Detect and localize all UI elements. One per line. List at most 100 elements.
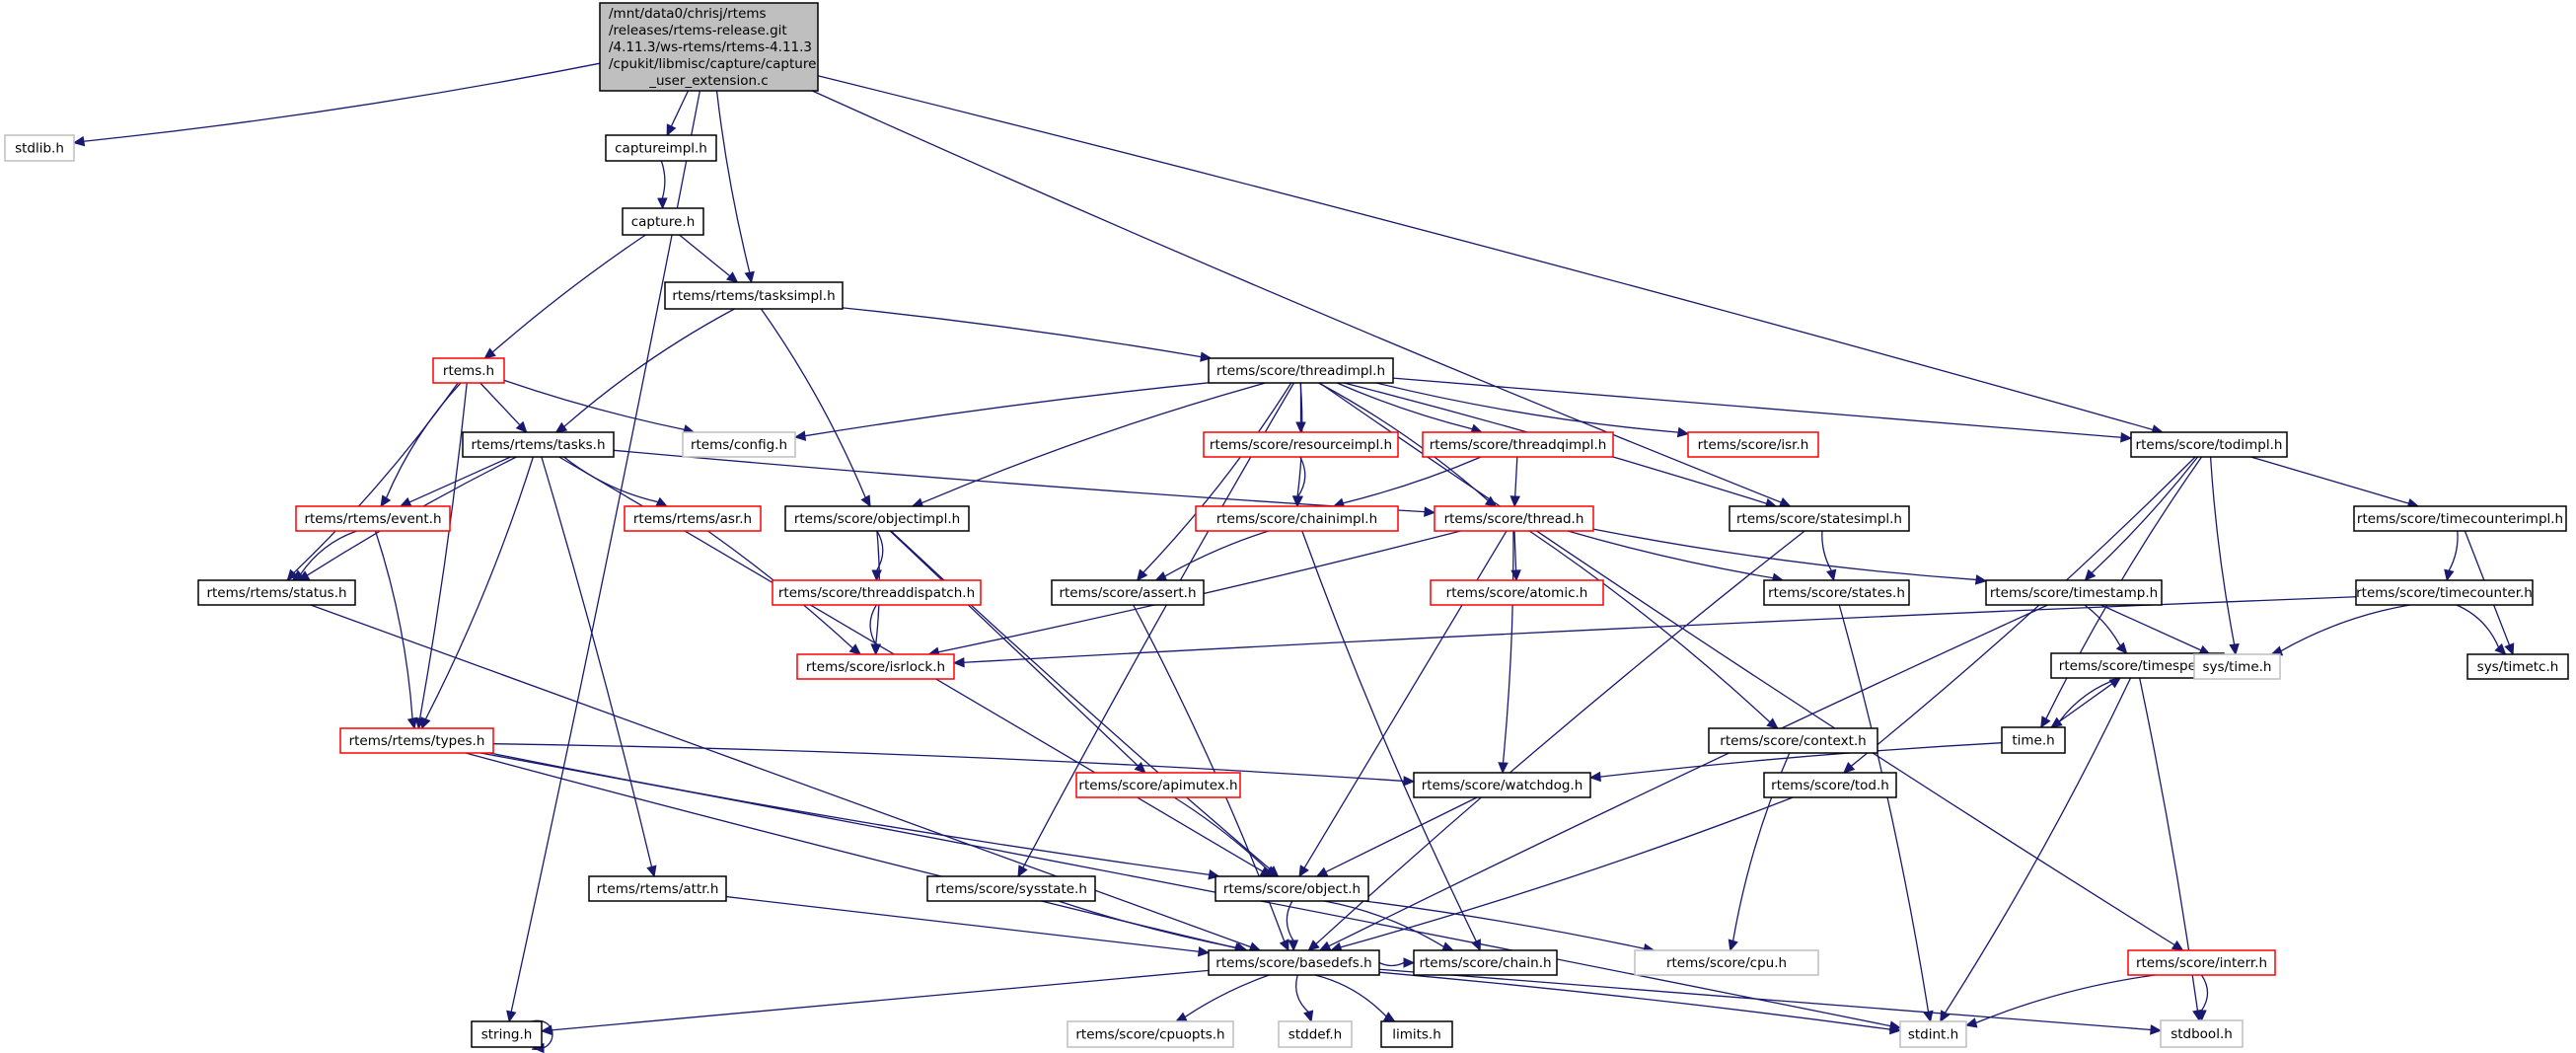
edge-line [2200,974,2209,1012]
node-attr[interactable]: rtems/rtems/attr.h [588,875,727,902]
node-box [1203,431,1399,458]
node-tasksimpl[interactable]: rtems/rtems/tasksimpl.h [664,281,844,310]
node-label: rtems/score/timecounter.h [2356,585,2533,601]
arrowhead-icon [1766,717,1779,729]
edge-object-to-basedefs [1286,900,1299,952]
node-label: rtems/score/cpuopts.h [1075,1027,1224,1043]
edge-apimutex-to-object [1173,796,1278,877]
node-limits[interactable]: limits.h [1380,1020,1453,1048]
edge-line [479,382,521,426]
edge-status-to-basedefs [310,604,1262,952]
node-tod[interactable]: rtems/score/tod.h [1763,772,1897,798]
node-object[interactable]: rtems/score/object.h [1214,875,1369,902]
edge-line [920,382,1266,504]
arrowhead-icon [1424,506,1436,517]
edge-line [1297,456,1306,497]
node-status[interactable]: rtems/rtems/status.h [197,579,356,606]
node-states[interactable]: rtems/score/states.h [1763,579,1910,606]
edge-line [1375,382,1679,433]
node-statesimpl[interactable]: rtems/score/statesimpl.h [1729,505,1910,532]
node-threadqimpl[interactable]: rtems/score/threadqimpl.h [1422,431,1614,458]
edge-interr-to-stdint [1964,974,2156,1028]
node-isr[interactable]: rtems/score/isr.h [1687,431,1819,458]
arrowhead-icon [420,716,431,730]
node-time[interactable]: time.h [2001,726,2066,754]
arrowhead-icon [1137,568,1148,581]
node-label: rtems/score/statesimpl.h [1736,511,1902,527]
edge-threadimpl-to-resourceimpl [1295,383,1306,434]
node-apimutex[interactable]: rtems/score/apimutex.h [1075,772,1241,798]
arrowhead-icon [1888,1023,1902,1035]
edge-line [563,308,735,427]
node-todimpl[interactable]: rtems/score/todimpl.h [2130,431,2288,458]
edge-line [479,752,1891,1027]
arrowhead-icon [554,421,568,433]
node-label: rtems/score/states.h [1768,585,1905,601]
node-timecounter[interactable]: rtems/score/timecounter.h [2355,579,2534,606]
node-label: /4.11.3/ws-rtems/rtems-4.11.3 [609,39,812,55]
edge-basedefs-to-cpuopts [1174,974,1270,1022]
node-types[interactable]: rtems/rtems/types.h [339,727,494,754]
node-label: capture.h [631,214,696,230]
node-objectimpl[interactable]: rtems/score/objectimpl.h [784,505,970,532]
node-asr[interactable]: rtems/rtems/asr.h [624,505,762,532]
edge-tasks-to-thread [613,449,1436,517]
edge-todimpl-to-tod [1843,456,2196,774]
node-resourceimpl[interactable]: rtems/score/resourceimpl.h [1203,431,1399,458]
node-timecounterimpl[interactable]: rtems/score/timecounterimpl.h [2353,505,2567,532]
node-label: /releases/rtems-release.git [609,23,787,38]
arrowhead-icon [1843,762,1856,774]
node-rtems[interactable]: rtems.h [432,357,505,384]
node-captureimpl[interactable]: captureimpl.h [605,134,717,162]
node-string[interactable]: string.h [471,1020,543,1048]
edge-line [804,382,1210,437]
arrowhead-icon [860,494,871,508]
node-sysstate[interactable]: rtems/score/sysstate.h [926,875,1096,902]
node-box [1067,1020,1234,1048]
node-interr[interactable]: rtems/score/interr.h [2127,949,2276,976]
node-capture[interactable]: capture.h [622,207,704,236]
node-systimetc[interactable]: sys/timetc.h [2466,653,2569,680]
node-chain[interactable]: rtems/score/chain.h [1413,949,1558,976]
node-box [772,579,982,606]
node-thread[interactable]: rtems/score/thread.h [1434,505,1594,532]
node-chainimpl[interactable]: rtems/score/chainimpl.h [1195,505,1399,532]
edge-todimpl-to-timestamp [2084,456,2199,581]
node-stdlib: stdlib.h [4,134,75,162]
node-atomic[interactable]: rtems/score/atomic.h [1430,579,1604,606]
edge-line [1378,968,2152,1031]
node-basedefs[interactable]: rtems/score/basedefs.h [1208,949,1380,976]
node-label: rtems/rtems/attr.h [597,881,719,897]
node-assert[interactable]: rtems/score/assert.h [1051,579,1205,606]
node-box [796,653,955,680]
node-event[interactable]: rtems/rtems/event.h [295,505,451,532]
arrowhead-icon [1298,865,1309,878]
arrowhead-icon [848,643,861,655]
edge-statesimpl-to-basedefs [1307,530,1805,951]
node-isrlock[interactable]: rtems/score/isrlock.h [796,653,955,680]
node-label: rtems/score/timestamp.h [1990,585,2158,601]
edge-line [1514,456,1518,497]
node-threadimpl[interactable]: rtems/score/threadimpl.h [1208,357,1394,384]
edge-line [83,62,601,142]
node-box [1687,431,1819,458]
edge-tasks-to-types [420,456,534,730]
node-box [2193,653,2281,680]
node-watchdog[interactable]: rtems/score/watchdog.h [1413,772,1591,798]
edge-timestamp-to-timespec [2084,604,2128,654]
node-timestamp[interactable]: rtems/score/timestamp.h [1985,579,2163,606]
node-box [1413,772,1591,798]
node-label: _user_extension.c [648,73,768,89]
arrowhead-icon [1382,1012,1396,1022]
node-label: rtems/score/atomic.h [1446,585,1588,601]
node-systime: sys/time.h [2193,653,2281,680]
node-threaddispatch[interactable]: rtems/score/threaddispatch.h [772,579,982,606]
node-stdbool: stdbool.h [2160,1019,2244,1048]
edge-line [715,90,751,273]
edge-line [1513,530,1517,571]
edge-todimpl-to-systime [2209,456,2240,656]
node-tasks[interactable]: rtems/rtems/tasks.h [462,431,615,458]
arrowhead-icon [515,420,528,433]
edge-threadimpl-to-config [793,382,1210,441]
node-context[interactable]: rtems/score/context.h [1708,727,1878,754]
